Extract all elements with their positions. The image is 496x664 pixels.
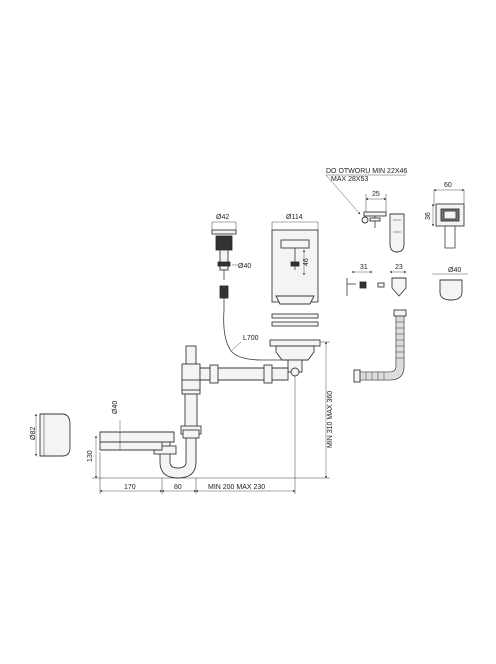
dim-23: 23 [395,264,403,271]
dim-width: MIN 200 MAX 230 [208,484,265,491]
overflow-detail: DO OTWORU MIN 22X46 MAX 28X53 25 60 36 [325,168,468,383]
dim-d40-top: Ø40 [238,263,251,270]
dim-d40-right: Ø40 [448,267,461,274]
strainer-basket-detail: Ø114 46 [271,214,319,327]
dim-25: 25 [372,191,380,198]
dim-46: 46 [303,258,310,266]
dim-31: 31 [360,264,368,271]
main-assembly: L700 Ø40 Ø82 [30,309,334,494]
hole-size-label-max: MAX 28X53 [331,176,368,183]
dim-60: 60 [444,182,452,189]
dim-36: 36 [425,212,432,220]
dim-d42: Ø42 [216,214,229,221]
popup-plug-detail: Ø42 Ø40 [211,214,251,310]
dim-130: 130 [87,450,94,462]
dim-d82: Ø82 [30,427,37,440]
dim-d114: Ø114 [286,214,303,221]
dim-80: 80 [174,484,182,491]
dim-170: 170 [124,484,136,491]
hole-size-label: DO OTWORU MIN 22X46 [326,168,407,175]
dim-height: MIN 310 MAX 360 [327,391,334,448]
dim-d40-pipe: Ø40 [112,401,119,414]
dim-l700: L700 [243,335,259,342]
